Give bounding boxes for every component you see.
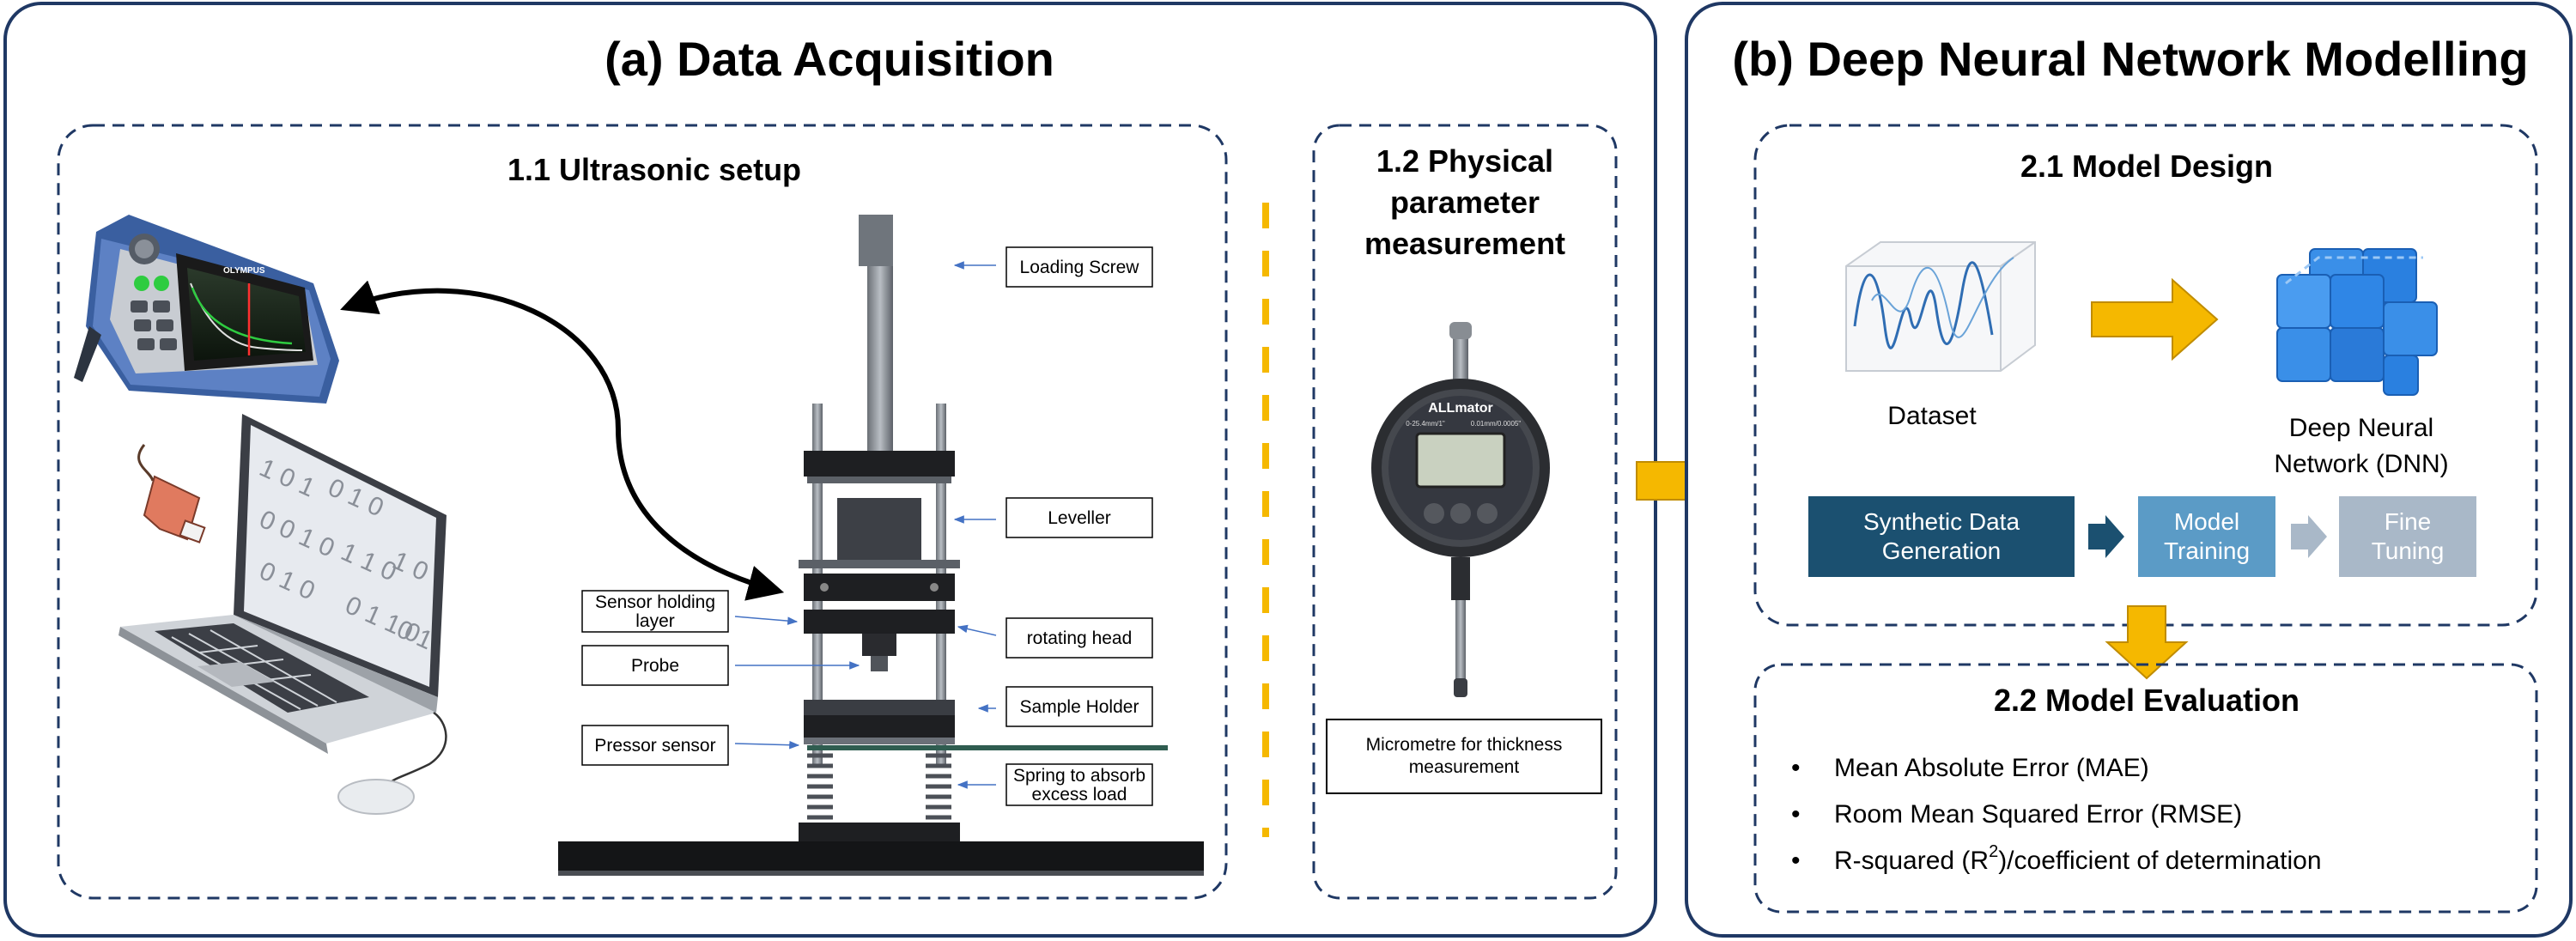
evaluation-metrics: • Mean Absolute Error (MAE) • Room Mean … [1791, 754, 2322, 875]
label-loading-screw [1005, 246, 1153, 288]
step-label: Training [2164, 537, 2250, 564]
gauge-resolution: 0.01mm/0.0005" [1471, 420, 1522, 428]
rig-labels: Loading Screw Leveller Sensor holding la… [581, 246, 1153, 806]
step-label: Tuning [2372, 537, 2445, 564]
step-arrow [2291, 515, 2327, 558]
label-spring [1005, 763, 1153, 806]
physical-title: 1.2 Physical [1376, 143, 1553, 179]
label-sensor-holding-text: layer [635, 611, 675, 631]
design-to-evaluation-arrow [2105, 605, 2189, 680]
step-arrow [2088, 515, 2124, 558]
label-spring-text: Spring to absorb [1013, 766, 1145, 786]
label-spring-text: excess load [1032, 785, 1127, 804]
label-sensor-holding-layer [581, 590, 729, 633]
panel-a-title: (a) Data Acquisition [605, 32, 1054, 86]
step-model-training [2138, 496, 2275, 577]
dnn-label: Network (DNN) [2274, 450, 2448, 478]
dataset-to-dnn-arrow [2091, 277, 2219, 361]
step-fine-tuning [2339, 496, 2476, 577]
dataset-label: Dataset [1887, 402, 1977, 430]
ultrasonic-setup-title: 1.1 Ultrasonic setup [507, 152, 801, 187]
step-label: Fine [2385, 508, 2431, 535]
gauge-range: 0-25.4mm/1" [1406, 420, 1445, 428]
model-evaluation-title: 2.2 Model Evaluation [1994, 683, 2300, 718]
mouse-cable [386, 711, 447, 786]
label-sample-holder-text: Sample Holder [1020, 697, 1139, 717]
metric-rmse: Room Mean Squared Error (RMSE) [1834, 800, 2242, 829]
micrometre-caption-box [1326, 719, 1602, 794]
physical-measurement-box [1312, 124, 1618, 900]
laptop-icon: 1 0 1 0 1 0 0 0 1 0 1 1 0 0 1 0 0 1 1 0 … [118, 414, 447, 754]
step-label: Model [2174, 508, 2239, 535]
label-pressor-sensor-text: Pressor sensor [594, 736, 715, 756]
label-leveller-text: Leveller [1048, 508, 1111, 528]
model-design-title: 2.1 Model Design [2020, 149, 2273, 184]
bullet: • [1791, 800, 1801, 829]
bullet: • [1791, 847, 1801, 875]
label-pressor-sensor [581, 725, 729, 766]
dataset-plot-icon [1845, 241, 2036, 372]
physical-title: measurement [1364, 226, 1565, 261]
label-rotating-head [1005, 617, 1153, 659]
panel-b: (b) Deep Neural Network Modelling 2.1 Mo… [1685, 2, 2573, 938]
metric-mae: Mean Absolute Error (MAE) [1834, 754, 2149, 782]
ultrasonic-setup-box [57, 124, 1228, 900]
label-leveller [1005, 497, 1153, 538]
usb-probe-icon [137, 444, 206, 543]
bullet: • [1791, 754, 1801, 782]
step-synthetic-data-generation [1808, 496, 2075, 577]
label-loading-screw-text: Loading Screw [1020, 258, 1140, 277]
label-sensor-holding-text: Sensor holding [595, 592, 715, 612]
step-label: Synthetic Data [1863, 508, 2020, 535]
label-sample-holder [1005, 686, 1153, 727]
panel-b-frame [1685, 2, 2573, 938]
dnn-label: Deep Neural [2289, 414, 2433, 442]
gauge-brand: ALLmator [1428, 401, 1493, 416]
label-probe [581, 645, 729, 686]
dial-gauge-icon: ALLmator 0-25.4mm/1" 0.01mm/0.0005" [1371, 322, 1550, 697]
dnn-cube-icon [2276, 248, 2438, 396]
label-rotating-head-text: rotating head [1027, 628, 1133, 648]
label-probe-text: Probe [631, 656, 679, 676]
ultrasonic-flaw-detector-icon: OLYMPUS [74, 215, 339, 404]
micrometre-caption: Micrometre for thickness [1366, 735, 1563, 755]
panel-b-title: (b) Deep Neural Network Modelling [1732, 32, 2528, 86]
physical-title: parameter [1390, 185, 1540, 220]
micrometre-caption: measurement [1409, 757, 1520, 777]
device-connection-arrow [340, 280, 785, 601]
pipeline-steps: Synthetic Data Generation Model Training… [1808, 496, 2476, 577]
device-brand: OLYMPUS [223, 266, 265, 276]
panel-a: (a) Data Acquisition 1.1 Ultrasonic setu… [3, 2, 1657, 938]
loading-rig-icon [558, 215, 1204, 876]
metric-r-squared: R-squared (R2)/coefficient of determinat… [1834, 842, 2322, 875]
step-label: Generation [1882, 537, 2002, 564]
model-evaluation-box [1753, 663, 2538, 914]
mouse-icon [337, 779, 415, 815]
